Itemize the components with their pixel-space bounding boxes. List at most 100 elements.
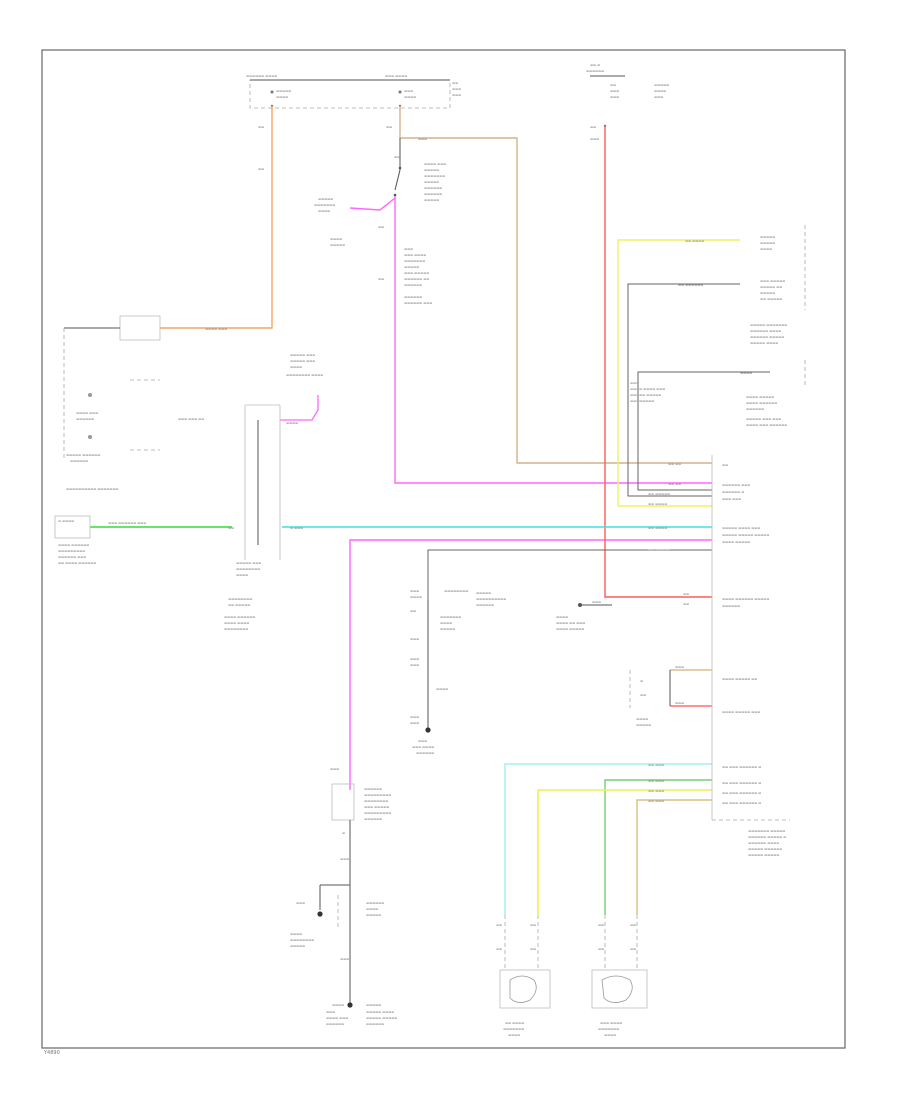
svg-text:▬▬▬▬: ▬▬▬▬ [604,1033,616,1037]
junction-block: ▬▬▬ ▬▬▬ ▬▬ ▬▬▬▬▬ ▬▬▬ ▬▬▬▬▬ ▬▬▬ ▬▬▬▬ ▬▬▬▬… [178,353,323,631]
svg-text:▬▬▬ ▬▬▬: ▬▬▬ ▬▬▬ [722,497,741,501]
svg-text:▬▬▬▬ ▬▬▬▬▬▬: ▬▬▬▬ ▬▬▬▬▬▬ [746,401,777,405]
svg-text:▬▬▬▬: ▬▬▬▬ [556,615,568,619]
svg-text:▬▬▬▬▬▬▬: ▬▬▬▬▬▬▬ [424,174,445,178]
svg-text:▬▬▬▬: ▬▬▬▬ [508,1033,520,1037]
svg-text:▬▬▬▬▬ ▬▬▬ ▬▬▬: ▬▬▬▬▬ ▬▬▬ ▬▬▬ [746,417,781,421]
svg-text:▬▬▬▬ ▬▬▬▬▬▬ ▬▬▬▬▬: ▬▬▬▬ ▬▬▬▬▬▬ ▬▬▬▬▬ [722,597,769,601]
svg-text:▬▬▬▬▬▬▬: ▬▬▬▬▬▬▬ [404,259,425,263]
svg-text:▬▬ ▬▬▬▬▬: ▬▬ ▬▬▬▬▬ [760,297,782,301]
svg-text:▬▬▬▬: ▬▬▬▬ [654,89,666,93]
svg-text:▬▬▬▬▬▬ ▬▬▬: ▬▬▬▬▬▬ ▬▬▬ [404,301,432,305]
svg-text:▬▬▬▬▬▬: ▬▬▬▬▬▬ [364,787,382,791]
svg-text:▬▬▬▬▬: ▬▬▬▬▬ [318,197,333,201]
svg-text:▬▬▬▬▬▬: ▬▬▬▬▬▬ [476,603,494,607]
svg-text:▬▬▬▬▬ ▬▬▬▬▬: ▬▬▬▬▬ ▬▬▬▬▬ [366,1016,397,1020]
svg-text:▬▬ ▬▬▬: ▬▬ ▬▬▬ [648,779,664,783]
wire-black-release [427,549,712,600]
instrument-cluster: ▬▬▬▬ ▬▬▬ ▬▬▬▬▬▬ ▬▬▬▬▬ ▬▬▬▬▬▬ ▬▬▬▬▬▬ ▬▬▬▬… [63,315,161,491]
svg-text:▬▬: ▬▬ [228,526,234,530]
svg-text:▬▬▬▬▬▬▬▬: ▬▬▬▬▬▬▬▬ [290,938,314,942]
svg-text:▬▬▬▬ ▬▬▬▬▬▬: ▬▬▬▬ ▬▬▬▬▬▬ [58,543,89,547]
svg-text:▬▬▬▬ ▬▬▬▬▬ ▬▬▬: ▬▬▬▬ ▬▬▬▬▬ ▬▬▬ [722,710,760,714]
svg-text:▬▬ ▬▬▬▬: ▬▬ ▬▬▬▬ [505,1021,524,1025]
svg-text:▬▬▬: ▬▬▬ [590,137,599,141]
svg-text:▬▬▬▬▬▬: ▬▬▬▬▬▬ [746,407,764,411]
svg-text:▬▬▬▬▬▬▬▬▬: ▬▬▬▬▬▬▬▬▬ [364,793,391,797]
svg-text:▬▬▬▬▬▬ ▬: ▬▬▬▬▬▬ ▬ [722,490,744,494]
svg-text:▬▬▬▬▬▬: ▬▬▬▬▬▬ [586,69,604,73]
svg-text:▬ ▬▬▬: ▬ ▬▬▬ [290,526,303,530]
svg-text:▬▬▬▬▬▬▬: ▬▬▬▬▬▬▬ [440,615,461,619]
svg-text:▬▬▬▬ ▬▬▬▬ ▬▬▬: ▬▬▬▬ ▬▬▬▬ ▬▬▬ [630,387,665,391]
svg-text:▬▬▬▬▬▬ ▬▬▬: ▬▬▬▬▬▬ ▬▬▬ [58,555,86,559]
svg-text:▬▬ ▬▬▬▬▬: ▬▬ ▬▬▬▬▬ [648,548,670,552]
svg-text:▬▬ ▬: ▬▬ ▬ [590,63,600,67]
svg-text:▬▬▬▬▬: ▬▬▬▬▬ [760,235,775,239]
svg-text:▬▬▬▬▬: ▬▬▬▬▬ [636,723,651,727]
svg-text:▬▬: ▬▬ [410,609,416,613]
svg-text:▬▬▬▬ ▬▬▬▬▬ ▬▬: ▬▬▬▬ ▬▬▬▬▬ ▬▬ [722,677,757,681]
svg-text:▬▬▬▬: ▬▬▬▬ [366,907,378,911]
svg-text:▬▬ ▬▬▬: ▬▬ ▬▬▬ [648,799,664,803]
svg-text:▬▬: ▬▬ [722,463,728,467]
svg-text:▬▬▬: ▬▬▬ [418,739,427,743]
fuse-block-top: ▬▬▬▬▬▬ ▬▬▬▬ ▬▬▬ ▬▬▬▬ ▬▬▬▬▬ ▬▬▬▬ ▬▬▬ ▬▬▬▬… [246,74,461,109]
svg-text:▬▬▬▬▬ ▬▬▬▬▬▬: ▬▬▬▬▬ ▬▬▬▬▬▬ [748,847,782,851]
wire-pink-brake [394,195,712,484]
wire-yellow-vss [617,239,740,507]
svg-text:▬▬▬: ▬▬▬ [296,901,305,905]
svg-text:▬▬: ▬▬ [258,125,264,129]
svg-text:▬▬▬▬▬▬: ▬▬▬▬▬▬ [366,1022,384,1026]
svg-text:▬▬ ▬▬▬▬: ▬▬ ▬▬▬▬ [648,502,667,506]
svg-text:▬▬▬: ▬▬▬ [410,721,419,725]
stoplamp-switch: ▬▬▬▬ ▬▬▬ ▬▬▬▬▬ ▬▬▬▬▬▬▬ ▬▬▬▬▬ ▬▬▬▬▬▬ ▬▬▬ ▬… [314,162,446,305]
svg-text:▬▬▬: ▬▬▬ [452,87,461,91]
svg-text:▬▬▬▬: ▬▬▬▬ [760,247,772,251]
svg-text:▬▬▬▬: ▬▬▬▬ [318,209,330,213]
svg-text:▬▬▬▬▬ ▬▬▬: ▬▬▬▬▬ ▬▬▬ [290,359,315,363]
svg-text:▬▬▬▬▬: ▬▬▬▬▬ [330,243,345,247]
svg-text:▬▬▬: ▬▬▬ [340,857,349,861]
svg-text:▬▬▬▬▬: ▬▬▬▬▬ [476,591,491,595]
splice-center: ▬▬▬ ▬▬▬▬ ▬▬▬▬▬▬▬▬ ▬▬▬▬▬ ▬▬▬▬▬▬▬▬▬▬ ▬▬▬▬▬… [410,589,612,755]
svg-text:▬▬▬: ▬▬▬ [330,767,339,771]
rf-wheel-sensor: ▬▬ ▬▬ ▬▬ ▬▬ ▬▬▬ ▬▬▬▬ ▬▬▬▬▬▬▬ ▬▬▬▬ [591,915,648,1037]
svg-text:▬▬▬▬▬ ▬▬▬▬▬: ▬▬▬▬▬ ▬▬▬▬▬ [630,393,661,397]
svg-text:▬▬ ▬▬▬ ▬▬▬▬▬▬ ▬: ▬▬ ▬▬▬ ▬▬▬▬▬▬ ▬ [722,801,761,805]
svg-text:▬▬▬▬▬ ▬▬▬▬▬▬▬: ▬▬▬▬▬ ▬▬▬▬▬▬▬ [750,323,787,327]
pcm-box: ▬▬▬▬▬ ▬▬▬▬▬ ▬▬▬▬ ▬▬▬ ▬▬▬▬▬ ▬▬▬▬▬ ▬▬ ▬▬▬▬… [630,225,806,427]
svg-text:▬▬▬▬▬: ▬▬▬▬▬ [654,83,669,87]
svg-text:▬▬▬: ▬▬▬ [404,247,413,251]
wire-orange-cluster [160,106,273,329]
svg-text:▬▬▬: ▬▬▬ [410,657,419,661]
svg-text:▬▬▬▬▬▬ ▬▬▬: ▬▬▬▬▬▬ ▬▬▬ [722,483,750,487]
svg-text:▬▬ ▬▬▬: ▬▬ ▬▬▬ [648,763,664,767]
svg-text:▬▬: ▬▬ [683,602,689,606]
wire-yellow-lf-sensor [537,789,712,915]
svg-text:▬▬ ▬▬▬▬: ▬▬ ▬▬▬▬ [648,526,667,530]
svg-text:▬▬▬▬▬▬ ▬▬▬▬▬ ▬: ▬▬▬▬▬▬ ▬▬▬▬▬ ▬ [748,835,786,839]
svg-text:▬▬▬▬▬: ▬▬▬▬▬ [404,265,419,269]
svg-text:▬▬▬: ▬▬▬ [610,89,619,93]
svg-text:▬▬ ▬▬▬ ▬▬▬▬▬▬ ▬: ▬▬ ▬▬▬ ▬▬▬▬▬▬ ▬ [722,781,761,785]
svg-text:▬▬▬▬▬▬ ▬▬▬▬: ▬▬▬▬▬▬ ▬▬▬▬ [750,329,781,333]
svg-text:▬▬▬: ▬▬▬ [592,600,601,604]
wire-cyan-lf-sensor [504,763,712,915]
svg-text:▬▬▬ ▬▬▬ ▬▬: ▬▬▬ ▬▬▬ ▬▬ [178,417,204,421]
svg-text:▬▬▬▬▬: ▬▬▬▬▬ [440,627,455,631]
svg-text:▬▬▬▬▬▬▬: ▬▬▬▬▬▬▬ [598,1027,619,1031]
svg-text:▬▬▬▬: ▬▬▬▬ [410,595,422,599]
svg-text:▬▬▬ ▬▬▬▬: ▬▬▬ ▬▬▬▬ [600,1021,622,1025]
svg-text:▬▬ ▬▬▬ ▬▬▬▬▬▬ ▬: ▬▬ ▬▬▬ ▬▬▬▬▬▬ ▬ [722,791,761,795]
svg-text:▬: ▬ [640,679,643,683]
svg-text:▬▬▬▬▬ ▬▬▬▬ ▬▬▬: ▬▬▬▬▬ ▬▬▬▬ ▬▬▬ [722,526,760,530]
svg-text:▬▬▬▬▬: ▬▬▬▬▬ [276,89,291,93]
wire-pink-switch [349,197,396,211]
svg-text:▬▬▬ ▬▬▬▬: ▬▬▬ ▬▬▬▬ [404,253,426,257]
svg-text:▬▬▬▬▬▬▬▬: ▬▬▬▬▬▬▬▬ [364,799,388,803]
lf-wheel-sensor: ▬▬ ▬▬ ▬▬ ▬▬ ▬▬ ▬▬▬▬ ▬▬▬▬▬▬▬ ▬▬▬▬ [496,915,551,1037]
wire-black-brake [637,371,770,491]
svg-text:▬▬▬▬: ▬▬▬▬ [404,95,416,99]
svg-text:▬▬▬▬▬▬: ▬▬▬▬▬▬ [70,459,88,463]
